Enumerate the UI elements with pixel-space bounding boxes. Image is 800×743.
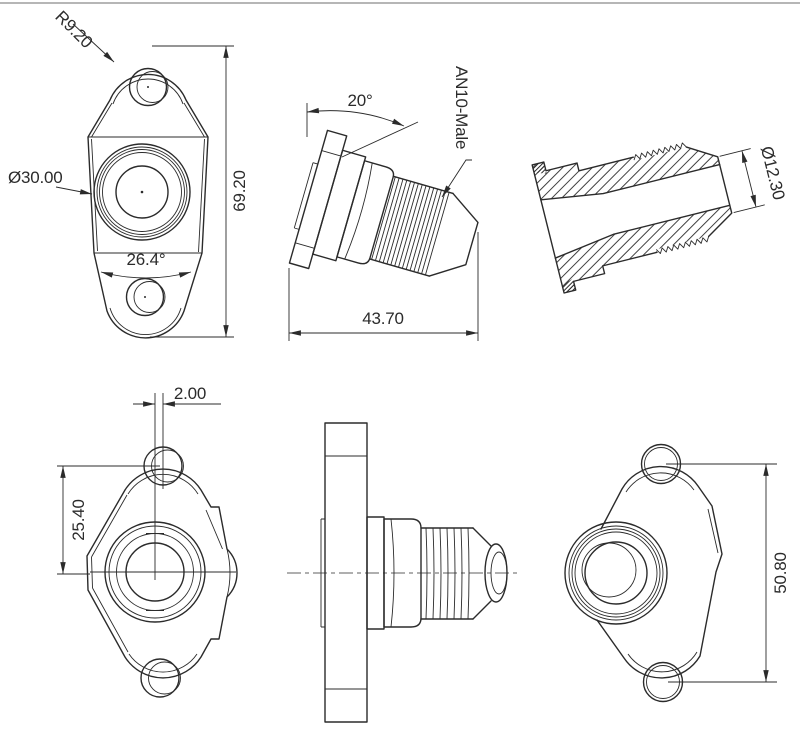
dim-center-offset: 2.00: [174, 384, 206, 403]
nut: [383, 518, 422, 628]
pad: [312, 149, 367, 262]
lip-hatch-bottom: [562, 278, 576, 294]
view-side-straight: [287, 422, 517, 723]
dim-hole-center-spacing: 25.40: [69, 499, 88, 541]
flange-outline: [87, 73, 209, 339]
thread-crests: [425, 527, 470, 620]
boss-outer-circle: [93, 143, 191, 241]
flange-inner-contour: [91, 473, 223, 673]
back-lip: [293, 162, 318, 230]
dim-overall-length-group: 43.70: [288, 232, 479, 341]
flange-pad-edges: [88, 136, 208, 254]
tilted-part: [288, 129, 479, 277]
boss-circles: [93, 143, 191, 241]
thread-crests: [371, 176, 450, 276]
dim-tip-diameter-group: Ø12.30: [719, 144, 789, 214]
flange-plate: [288, 129, 348, 270]
thread-zigzag-top: [633, 142, 687, 161]
nut: [336, 160, 395, 265]
extension-lines: [666, 463, 777, 683]
dim-overall-length: 43.70: [362, 309, 404, 328]
dim-boss-diameter-group: Ø30.00: [8, 168, 93, 195]
view-section: Ø12.30: [531, 142, 789, 294]
dim-taper-angle-group: 26.4°: [100, 250, 192, 279]
flange-plate: [324, 422, 368, 723]
leader-line: [441, 159, 472, 198]
boss-bore-circle: [115, 165, 169, 219]
extension-lines: [150, 45, 234, 338]
view-front-top: R9.20 Ø30.00 69.20 26.4°: [8, 7, 249, 339]
view-side-tilted: 20° AN10-Male 43.70: [288, 66, 479, 341]
leader-line: [55, 186, 93, 195]
section-hatch-bottom: [555, 205, 732, 294]
dim-taper-angle: 26.4°: [127, 250, 166, 269]
angle-arc: [100, 271, 192, 279]
dim-hole-spacing-group: 50.80: [666, 463, 790, 683]
thread-zigzag-bottom: [655, 236, 710, 254]
dim-center-offset-group: 2.00: [133, 384, 221, 407]
mount-hole-bottom: [140, 658, 181, 698]
extension-lines: [57, 465, 160, 575]
thread-label-group: AN10-Male: [441, 66, 472, 198]
dim-tilt-angle-group: 20°: [306, 91, 419, 158]
dim-tilt-angle: 20°: [347, 91, 372, 110]
flange-inner-contour: [625, 472, 719, 673]
dim-hole-to-center-group: 25.40: [57, 465, 160, 575]
lip-hatch-top: [532, 162, 547, 174]
pad: [366, 516, 385, 630]
label-thread-type: AN10-Male: [452, 66, 471, 149]
dimension-line: [741, 150, 757, 208]
centerlines: [90, 393, 236, 580]
angle-arc: [306, 107, 405, 127]
view-rear: 50.80: [564, 443, 790, 703]
view-front-detail: 2.00 25.40: [57, 384, 238, 698]
extension-lines: [719, 148, 765, 214]
dim-boss-diameter: Ø30.00: [8, 168, 63, 187]
mount-hole-bottom: [125, 277, 166, 317]
flange-outline: [596, 465, 723, 679]
sectioned-part: Ø12.30: [531, 142, 789, 294]
cone-tip: [472, 527, 492, 620]
dim-overall-height: 69.20: [230, 170, 249, 212]
dim-corner-radius-group: R9.20: [51, 7, 115, 63]
mount-hole-top: [128, 67, 169, 107]
nose-base-arc: [226, 548, 231, 598]
section-hatch-top: [532, 147, 720, 200]
leader-line: [72, 23, 115, 63]
flange-outline: [86, 468, 238, 679]
thread-outline: [420, 527, 474, 620]
extension-lines: [288, 232, 479, 341]
cone-tip: [428, 192, 479, 277]
dim-overall-height-group: 69.20: [150, 45, 249, 338]
threaded-boss-circles: [564, 521, 668, 625]
dim-hole-spacing: 50.80: [771, 552, 790, 594]
reference-edge-line: [341, 121, 419, 158]
top-border-rule: [0, 2, 800, 4]
bore-lines: [540, 163, 731, 259]
dim-corner-radius: R9.20: [51, 7, 96, 52]
section-outline-top: [531, 146, 733, 294]
thread-outline: [368, 175, 454, 277]
dim-tip-diameter: Ø12.30: [757, 144, 789, 202]
center-dot: [140, 190, 144, 194]
